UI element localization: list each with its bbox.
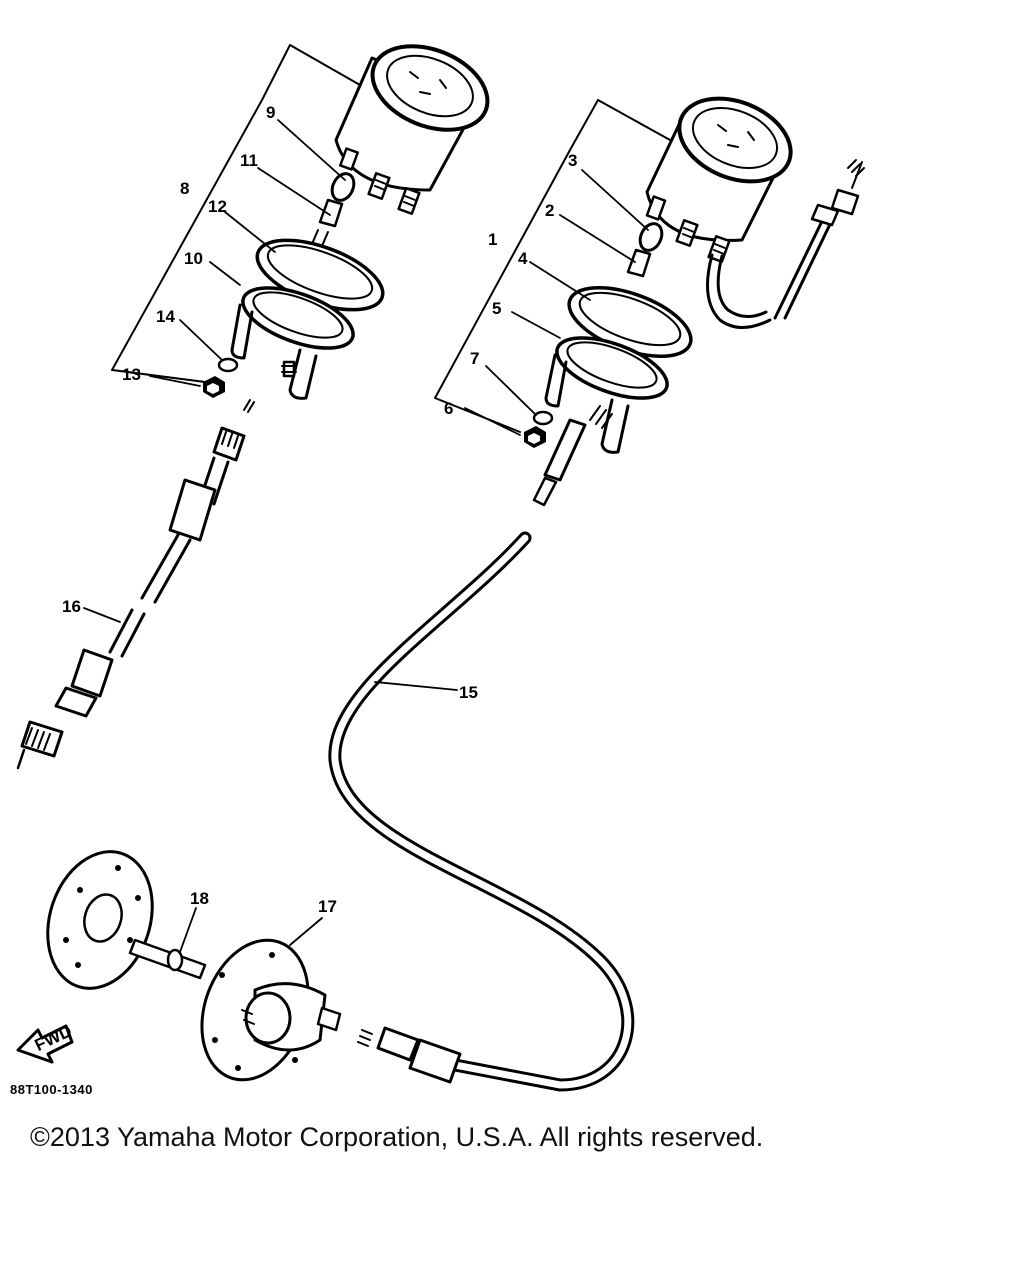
callout-2: 2 [545, 201, 554, 220]
callout-11: 11 [240, 151, 258, 170]
right-meter-assembly [434, 96, 865, 507]
washer-7 [532, 410, 554, 426]
bolt-left [281, 360, 297, 378]
tacho-cable-16 [16, 399, 255, 770]
callout-14: 14 [156, 307, 175, 326]
callout-5: 5 [492, 299, 501, 318]
meter-body-left [334, 44, 490, 215]
leader-lines [83, 119, 649, 953]
figure-code: 88T100-1340 [10, 1082, 93, 1097]
cushion-rings-right [555, 286, 693, 400]
callout-12: 12 [208, 197, 227, 216]
callout-6: 6 [444, 399, 453, 418]
callout-10: 10 [184, 249, 203, 268]
callout-1: 1 [488, 230, 497, 249]
cushion-rings-left [241, 238, 385, 350]
bulb-socket-left [311, 172, 356, 247]
callout-13: 13 [122, 365, 141, 384]
left-meter-assembly [111, 44, 490, 400]
callout-16: 16 [62, 597, 81, 616]
washer-14 [217, 357, 239, 373]
callout-8: 8 [180, 179, 189, 198]
meter-gear-unit-17 [46, 850, 342, 1082]
callout-numbers: 1 2 3 4 5 6 7 8 9 10 11 12 13 14 15 16 1… [62, 103, 577, 916]
callout-3: 3 [568, 151, 577, 170]
callout-9: 9 [266, 103, 275, 122]
bulb-socket-right [626, 222, 664, 278]
callout-7: 7 [470, 349, 479, 368]
callout-18: 18 [190, 889, 209, 908]
speedo-cable-15 [328, 531, 635, 1092]
callout-15: 15 [459, 683, 478, 702]
front-arrow-icon: FWD [16, 1021, 75, 1064]
callout-17: 17 [318, 897, 337, 916]
copyright-notice: ©2013 Yamaha Motor Corporation, U.S.A. A… [30, 1122, 764, 1152]
meter-body-right [645, 96, 793, 263]
callout-4: 4 [518, 249, 528, 268]
